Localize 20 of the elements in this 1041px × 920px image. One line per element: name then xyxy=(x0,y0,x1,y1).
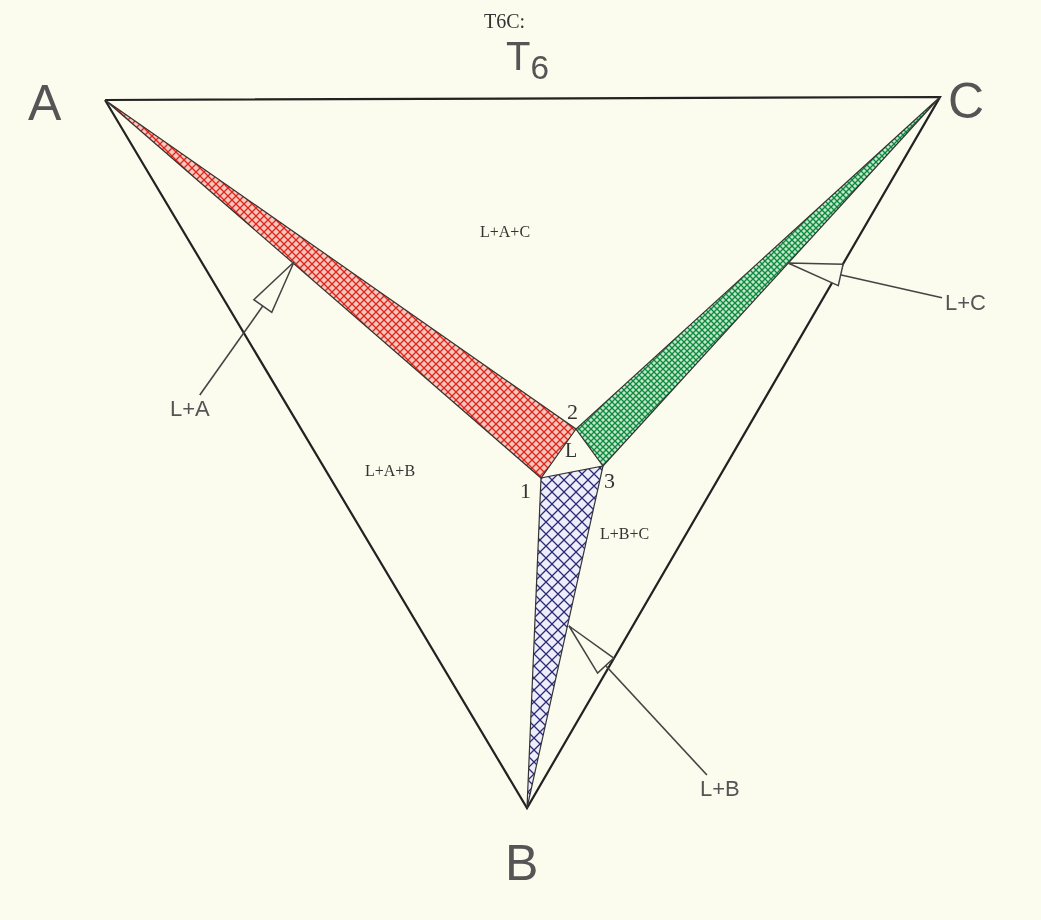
phase-callout-label: L+B xyxy=(700,778,740,800)
point-number: 1 xyxy=(520,480,531,502)
component-label: A xyxy=(28,78,62,128)
temperature-label: T$_{6}$ xyxy=(506,36,549,85)
phase-region-label: L+B+C xyxy=(600,526,650,542)
phase-region-label: L+A+B xyxy=(365,463,416,479)
diagram-title: T6C: xyxy=(484,11,526,31)
component-label: B xyxy=(505,838,539,888)
leader-line xyxy=(787,262,943,299)
leader-line xyxy=(199,261,295,396)
phase-callout-label: L+C xyxy=(945,292,986,314)
hatched-region xyxy=(575,96,941,467)
hatched-region xyxy=(104,99,577,479)
leader-line xyxy=(568,625,708,776)
point-number: 2 xyxy=(567,401,578,423)
phase-region-label: L+A+C xyxy=(480,224,531,240)
point-number: 3 xyxy=(604,470,615,492)
phase-callout-label: L+A xyxy=(170,398,210,420)
phase-region-label: L xyxy=(565,440,578,460)
component-label: C xyxy=(948,76,985,126)
